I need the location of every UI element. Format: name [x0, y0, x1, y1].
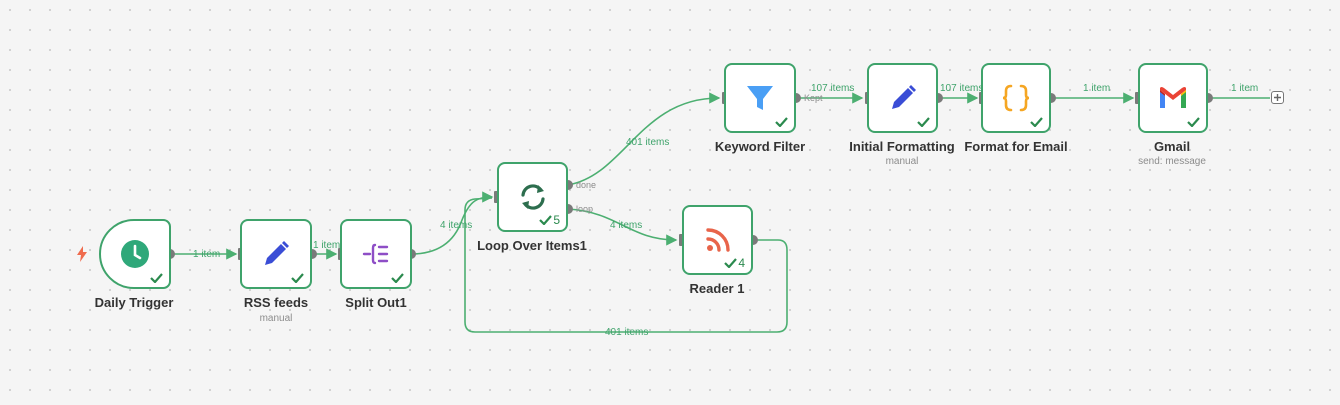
success-check-icon [150, 273, 163, 283]
edge-label: 107 items [940, 83, 984, 94]
wire-loop-done-filter [567, 92, 721, 186]
edge-label: 1 item [1231, 83, 1259, 94]
node-label: Gmail [1153, 139, 1191, 154]
pencil-icon [888, 83, 918, 113]
pencil-icon [261, 239, 291, 269]
wire-reader-back-loop [464, 197, 788, 333]
success-check-icon [917, 117, 930, 127]
node-daily-trigger[interactable] [99, 219, 171, 289]
edge-label: 401 items [605, 327, 649, 338]
split-out-icon [361, 239, 391, 269]
filter-icon [745, 83, 775, 113]
node-label: Split Out1 [345, 295, 407, 310]
edge-label: 107 items [811, 83, 855, 94]
node-initial-formatting[interactable] [867, 63, 938, 133]
trigger-bolt-icon [76, 246, 88, 267]
node-split-out[interactable] [340, 219, 412, 289]
output-label-loop: loop [576, 204, 594, 214]
code-braces-icon [1001, 83, 1031, 113]
success-check-icon [775, 117, 788, 127]
node-label: Keyword Filter [714, 139, 806, 154]
edge-label: 1 item [1083, 83, 1111, 94]
output-label-done: done [576, 180, 597, 190]
node-label: Format for Email [964, 139, 1068, 154]
node-reader[interactable]: 4 [682, 205, 753, 275]
node-label: Initial Formatting [849, 139, 955, 154]
node-subtitle: manual [885, 156, 919, 167]
clock-icon [120, 239, 150, 269]
run-count-badge: 5 [539, 214, 560, 226]
node-label: Loop Over Items1 [477, 238, 587, 253]
node-label: Reader 1 [689, 281, 745, 296]
edge-label: 4 items [610, 220, 643, 231]
node-keyword-filter[interactable] [724, 63, 796, 133]
node-loop-over-items[interactable]: 5 [497, 162, 568, 232]
node-label: RSS feeds [243, 295, 309, 310]
success-check-icon [391, 273, 404, 283]
run-count-badge: 4 [724, 257, 745, 269]
edge-label: 1 item [313, 240, 341, 251]
node-subtitle: send: message [1138, 156, 1206, 167]
gmail-icon [1158, 86, 1188, 110]
add-node-button[interactable] [1271, 91, 1284, 104]
edge-label: 1 item [193, 249, 221, 260]
node-format-for-email[interactable] [981, 63, 1051, 133]
edge-label: 401 items [626, 137, 670, 148]
node-rss-feeds[interactable] [240, 219, 312, 289]
node-gmail[interactable] [1138, 63, 1208, 133]
success-check-icon [291, 273, 304, 283]
success-check-icon [1030, 117, 1043, 127]
node-label: Daily Trigger [94, 295, 174, 310]
rss-icon [704, 226, 732, 254]
edge-label: 4 items [440, 220, 473, 231]
node-subtitle: manual [259, 313, 293, 324]
wire-loop-loop-reader [567, 208, 678, 246]
success-check-icon [1187, 117, 1200, 127]
output-label-kept: Kept [804, 93, 823, 103]
loop-icon [517, 181, 549, 213]
